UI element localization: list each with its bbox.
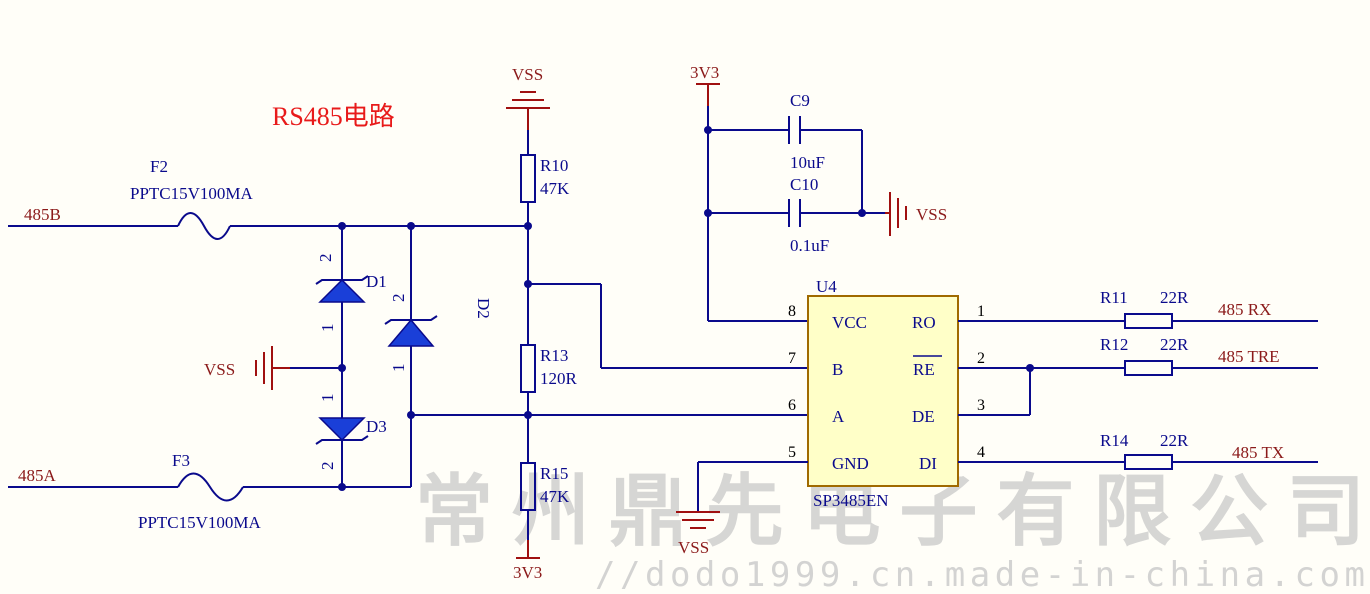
output-wiring — [958, 320, 1318, 463]
u4-pin-4-num: 4 — [977, 444, 985, 461]
r10-value: 47K — [540, 179, 570, 198]
c9-ref: C9 — [790, 91, 810, 110]
schematic-title: RS485电路 — [272, 102, 395, 131]
c10-value: 0.1uF — [790, 236, 829, 255]
u4-ref: U4 — [816, 277, 837, 296]
u4-pin-gnd: GND — [832, 454, 869, 473]
capacitor-c9: C9 10uF — [788, 91, 825, 172]
r13-value: 120R — [540, 369, 578, 388]
net-label-tx: 485 TX — [1232, 443, 1284, 462]
d1-ref: D1 — [366, 272, 387, 291]
r15-ref: R15 — [540, 464, 568, 483]
c10-ref: C10 — [790, 175, 818, 194]
r15-value: 47K — [540, 487, 570, 506]
net-label-vss-left: VSS — [204, 360, 235, 379]
net-label-485b: 485B — [24, 205, 61, 224]
net-label-3v3-top: 3V3 — [690, 63, 719, 82]
u4-pin-re: RE — [913, 360, 935, 379]
resistor-r12: R12 22R — [1100, 335, 1189, 376]
resistor-r13: R13 120R — [520, 344, 578, 393]
u4-pin-2-num: 2 — [977, 350, 985, 367]
net-label-vss-top: VSS — [512, 65, 543, 84]
u4-pin-vcc: VCC — [832, 313, 867, 332]
diode-d1: D1 2 1 — [315, 254, 387, 333]
f2-ref: F2 — [150, 157, 168, 176]
net-label-tre: 485 TRE — [1218, 347, 1280, 366]
input-wiring — [8, 108, 808, 558]
net-label-3v3-bottom: 3V3 — [513, 563, 542, 582]
diode-d2: D2 2 1 — [384, 294, 493, 373]
ground-vss-cap: VSS — [885, 192, 947, 236]
watermark-url: //dodo1999.cn.made-in-china.com — [595, 555, 1365, 594]
d2-pin-1: 1 — [389, 364, 408, 373]
r12-value: 22R — [1160, 335, 1189, 354]
net-label-vss-bottom: VSS — [678, 538, 709, 557]
diode-d3: D3 1 2 — [315, 394, 387, 471]
r14-value: 22R — [1160, 431, 1189, 450]
ground-vss-left: VSS — [204, 346, 290, 390]
ground-vss-bottom: VSS — [676, 461, 808, 557]
capacitor-c10: C10 0.1uF — [788, 175, 829, 255]
u4-pin-de: DE — [912, 407, 935, 426]
resistor-r14: R14 22R — [1100, 431, 1189, 470]
u4-pin-1-num: 1 — [977, 303, 985, 320]
resistor-r10: R10 47K — [520, 154, 570, 203]
c9-value: 10uF — [790, 153, 825, 172]
d1-pin-1: 1 — [318, 324, 337, 333]
f3-value: PPTC15V100MA — [138, 513, 262, 532]
net-label-485a: 485A — [18, 466, 57, 485]
f2-value: PPTC15V100MA — [130, 184, 254, 203]
r10-ref: R10 — [540, 156, 568, 175]
net-label-vss-cap: VSS — [916, 205, 947, 224]
d3-pin-1: 1 — [318, 394, 337, 403]
resistor-r15: R15 47K — [520, 462, 570, 511]
resistor-r11: R11 22R — [1100, 288, 1189, 329]
fuse-f2: F2 PPTC15V100MA — [130, 157, 254, 240]
d2-ref: D2 — [474, 298, 493, 319]
r14-ref: R14 — [1100, 431, 1129, 450]
u4-pin-ro: RO — [912, 313, 936, 332]
u4-pin-6-num: 6 — [788, 397, 796, 414]
r13-ref: R13 — [540, 346, 568, 365]
d1-pin-2: 2 — [316, 254, 335, 263]
u4-pin-8-num: 8 — [788, 303, 796, 320]
power-3v3-bottom: 3V3 — [513, 557, 542, 582]
u4-pin-3-num: 3 — [977, 397, 985, 414]
u4-pin-b: B — [832, 360, 843, 379]
u4-pin-di: DI — [919, 454, 937, 473]
f3-ref: F3 — [172, 451, 190, 470]
fuse-f3: F3 PPTC15V100MA — [138, 451, 262, 532]
u4-pin-a: A — [832, 407, 845, 426]
net-label-rx: 485 RX — [1218, 300, 1271, 319]
d3-pin-2: 2 — [318, 462, 337, 471]
d3-ref: D3 — [366, 417, 387, 436]
r11-ref: R11 — [1100, 288, 1128, 307]
u4-pin-7-num: 7 — [788, 350, 796, 367]
r12-ref: R12 — [1100, 335, 1128, 354]
r11-value: 22R — [1160, 288, 1189, 307]
u4-part: SP3485EN — [813, 491, 889, 510]
power-wiring — [696, 83, 885, 322]
ground-vss-top: VSS — [506, 65, 550, 109]
ic-u4: U4 SP3485EN 8 7 6 5 VCC B A GND 1 2 3 4 … — [788, 277, 985, 510]
u4-pin-5-num: 5 — [788, 444, 796, 461]
d2-pin-2: 2 — [389, 294, 408, 303]
